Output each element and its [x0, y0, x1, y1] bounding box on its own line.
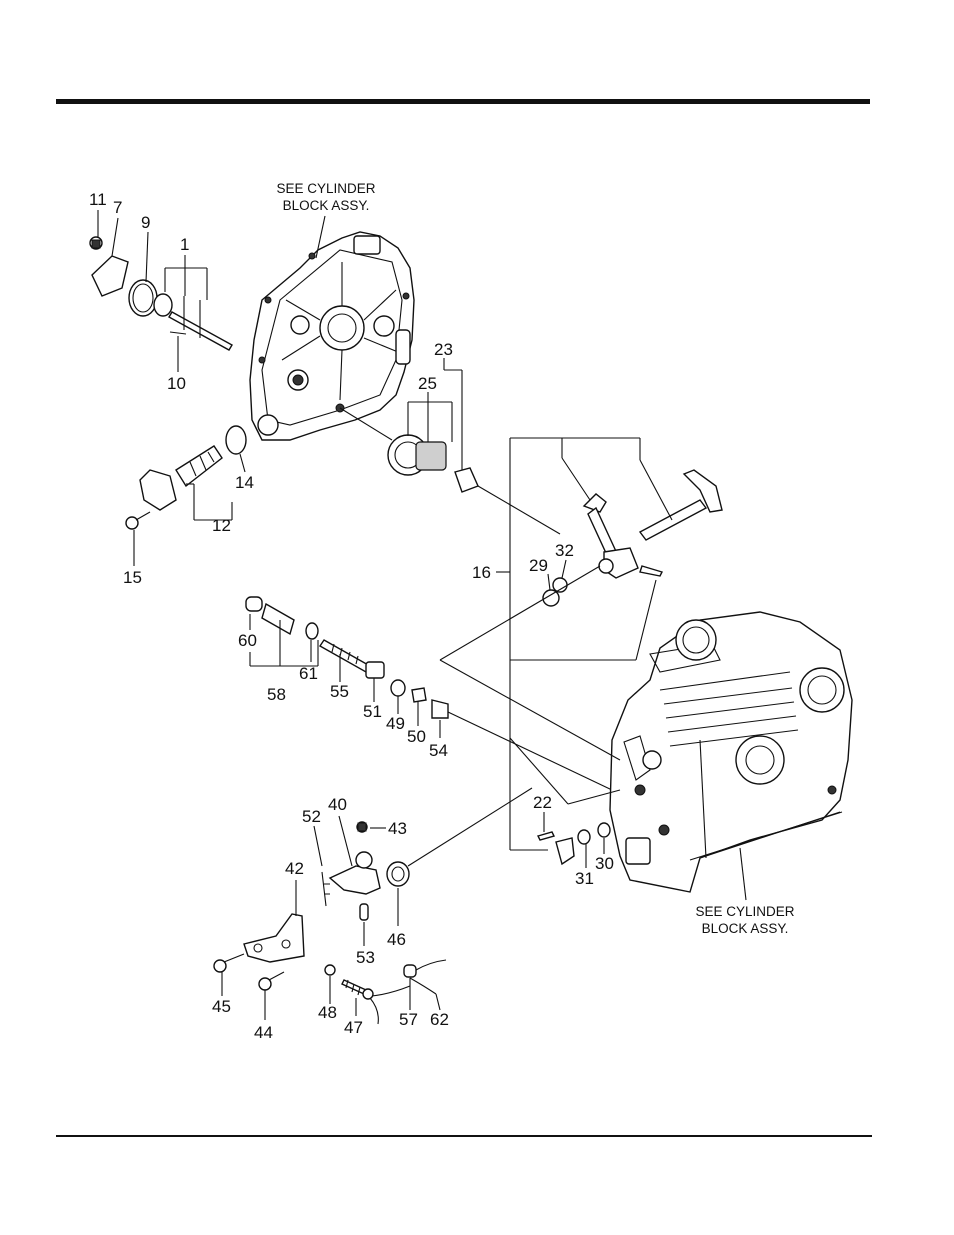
- governor-spring-parts: [246, 597, 612, 790]
- callout-43: 43: [388, 819, 407, 838]
- callout-1: 1: [180, 235, 189, 254]
- callout-60: 60: [238, 631, 257, 650]
- connecting-rod-drawing: [543, 470, 722, 606]
- callout-7: 7: [113, 198, 122, 217]
- callout-15: 15: [123, 568, 142, 587]
- callout-55: 55: [330, 682, 349, 701]
- callout-45: 45: [212, 997, 231, 1016]
- governor-shaft-parts: [90, 237, 232, 350]
- callout-16: 16: [472, 563, 491, 582]
- callout-50: 50: [407, 727, 426, 746]
- callout-42: 42: [285, 859, 304, 878]
- callout-58: 58: [267, 685, 286, 704]
- callout-49: 49: [386, 714, 405, 733]
- callout-48: 48: [318, 1003, 337, 1022]
- callout-29: 29: [529, 556, 548, 575]
- callout-62: 62: [430, 1010, 449, 1029]
- callout-54: 54: [429, 741, 448, 760]
- callout-47: 47: [344, 1018, 363, 1037]
- callout-40: 40: [328, 795, 347, 814]
- callout-22: 22: [533, 793, 552, 812]
- speed-control-drawing: [214, 788, 532, 1024]
- callout-25: 25: [418, 374, 437, 393]
- crankcase-cover-drawing: [250, 232, 414, 440]
- callout-9: 9: [141, 213, 150, 232]
- oil-pump-gear-drawing: [340, 408, 560, 534]
- note-top-line1: SEE CYLINDER: [276, 181, 375, 196]
- callout-14: 14: [235, 473, 254, 492]
- callout-52: 52: [302, 807, 321, 826]
- callout-57: 57: [399, 1010, 418, 1029]
- callout-53: 53: [356, 948, 375, 967]
- callout-61: 61: [299, 664, 318, 683]
- callout-51: 51: [363, 702, 382, 721]
- callout-30: 30: [595, 854, 614, 873]
- callout-11: 11: [89, 190, 107, 209]
- callout-10: 10: [167, 374, 186, 393]
- callout-44: 44: [254, 1023, 273, 1042]
- oil-filler-parts: [126, 426, 246, 529]
- note-bottom-line1: SEE CYLINDER: [695, 904, 794, 919]
- callout-32: 32: [555, 541, 574, 560]
- note-top-line2: BLOCK ASSY.: [283, 198, 370, 213]
- callout-23: 23: [434, 340, 453, 359]
- callout-31: 31: [575, 869, 594, 888]
- callout-46: 46: [387, 930, 406, 949]
- callout-12: 12: [212, 516, 231, 535]
- note-bottom-line2: BLOCK ASSY.: [702, 921, 789, 936]
- cylinder-block-drawing: [610, 612, 852, 892]
